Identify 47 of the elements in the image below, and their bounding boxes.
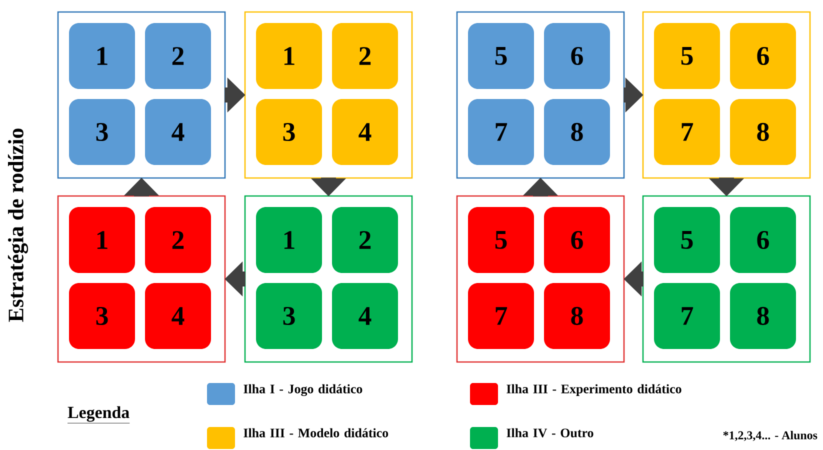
student-tile: 5 <box>654 207 720 273</box>
student-tile: 3 <box>69 283 135 349</box>
student-tile: 1 <box>69 207 135 273</box>
student-tile: 8 <box>730 99 796 165</box>
island-frame <box>642 11 811 179</box>
legend-text: Ilha III - Modelo didático <box>244 428 388 438</box>
student-tile: 6 <box>730 23 796 89</box>
student-tile: 4 <box>332 283 398 349</box>
island-frame <box>456 11 625 179</box>
island-frame <box>57 195 226 363</box>
student-tile: 3 <box>256 99 322 165</box>
student-tile: 1 <box>256 23 322 89</box>
student-tile: 7 <box>654 283 720 349</box>
student-tile: 8 <box>544 99 610 165</box>
note-text: *1,2,3,4... - Alunos <box>723 430 818 442</box>
legend-text: Ilha III - Experimento didático <box>506 384 682 396</box>
legend-heading: Legenda <box>67 406 130 424</box>
student-tile: 1 <box>69 23 135 89</box>
legend-text: Ilha I - Jogo didático <box>244 384 362 396</box>
student-tile: 7 <box>468 99 534 165</box>
student-tile: 5 <box>468 207 534 273</box>
student-tile: 8 <box>730 283 796 349</box>
student-tile: 1 <box>256 207 322 273</box>
legend-text: Ilha IV - Outro <box>506 428 594 438</box>
student-tile: 2 <box>145 207 211 273</box>
student-tile: 3 <box>69 99 135 165</box>
vertical-title: Estratégia de rodízio <box>8 128 28 322</box>
student-tile: 2 <box>332 207 398 273</box>
student-tile: 4 <box>145 283 211 349</box>
student-tile: 4 <box>145 99 211 165</box>
student-tile: 2 <box>332 23 398 89</box>
island-frame <box>244 195 413 363</box>
student-tile: 6 <box>544 23 610 89</box>
student-tile: 5 <box>468 23 534 89</box>
student-tile: 2 <box>145 23 211 89</box>
student-tile: 7 <box>654 99 720 165</box>
student-tile: 8 <box>544 283 610 349</box>
island-frame <box>244 11 413 179</box>
island-frame <box>456 195 625 363</box>
student-tile: 7 <box>468 283 534 349</box>
student-tile: 5 <box>654 23 720 89</box>
island-frame <box>642 195 811 363</box>
student-tile: 4 <box>332 99 398 165</box>
student-tile: 6 <box>544 207 610 273</box>
student-tile: 6 <box>730 207 796 273</box>
student-tile: 3 <box>256 283 322 349</box>
island-frame <box>57 11 226 179</box>
